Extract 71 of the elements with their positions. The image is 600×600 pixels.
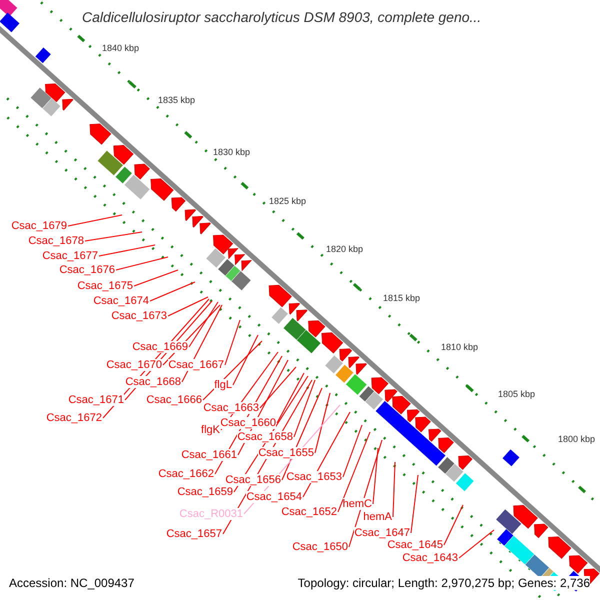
scale-label: 1815 kbp	[383, 293, 420, 303]
gene-label: Csac_1673	[111, 310, 167, 322]
leader-line	[410, 474, 418, 534]
map-title: Caldicellulosiruptor saccharolyticus DSM 8903, complete geno...	[82, 9, 482, 25]
scale-label: 1835 kbp	[158, 95, 196, 105]
scale-label: 1810 kbp	[441, 342, 478, 352]
gene-label: Csac_1659	[177, 486, 233, 498]
gene-label: Csac_1643	[402, 552, 458, 564]
gene-label: Csac_1667	[168, 359, 224, 371]
gene-label: Csac_1669	[132, 341, 188, 353]
leader-line	[84, 232, 142, 242]
gene-label: Csac_1661	[181, 449, 237, 461]
gene-label: Csac_1663	[203, 402, 259, 414]
gene-label: flgK	[201, 424, 220, 436]
gene-label: Csac_1675	[77, 280, 133, 292]
leader-line	[276, 372, 304, 424]
gene-label: Csac_1666	[146, 394, 202, 406]
leader-line	[342, 424, 362, 478]
gene-label: Csac_1657	[166, 528, 222, 540]
leader-line	[68, 214, 122, 226]
leader-line	[224, 320, 240, 366]
leader-line	[188, 302, 218, 348]
scale-label: 1840 kbp	[102, 43, 140, 53]
gene-label: Csac_1677	[42, 250, 98, 262]
gene-label: flgL	[214, 379, 232, 391]
leader-line	[282, 388, 322, 480]
gene-label: Csac_1647	[354, 527, 410, 539]
scale-label: 1805 kbp	[498, 389, 536, 399]
gene-label: Csac_1676	[59, 264, 115, 276]
leader-line	[348, 440, 382, 548]
gene-label: hemC	[342, 498, 372, 510]
leader-line	[98, 244, 156, 256]
leader-line	[134, 270, 178, 286]
gene-label: Csac_1655	[258, 447, 314, 459]
leader-line	[116, 256, 168, 270]
gene-label: Csac_1658	[237, 431, 293, 443]
leader-line	[444, 504, 464, 546]
gene-label: Csac_1645	[387, 539, 443, 551]
leader-line	[338, 432, 370, 512]
scale-label: 1825 kbp	[269, 196, 306, 206]
scale-label: 1800 kbp	[558, 434, 596, 444]
leader-line	[294, 380, 316, 438]
leader-line	[232, 334, 258, 386]
gene-label: Csac_1653	[286, 471, 342, 483]
gene-label: Csac_1672	[46, 412, 102, 424]
leader-line	[458, 530, 494, 558]
leader-line	[150, 282, 196, 302]
gene-label: Csac_1656	[225, 474, 281, 486]
leader-line	[202, 340, 262, 400]
scale-label: 1820 kbp	[326, 244, 364, 254]
gene-label: Csac_1671	[68, 394, 124, 406]
leader-line	[168, 296, 208, 316]
leader-line	[260, 366, 296, 408]
leader-line	[372, 448, 378, 504]
topology-text: Topology: circular; Length: 2,970,275 bp; Genes: 2,736	[298, 576, 590, 590]
gene-label: Csac_1678	[28, 235, 84, 247]
gene-label: Csac_1670	[106, 359, 162, 371]
gene-label: Csac_R0031	[179, 508, 243, 520]
scale-label: 1830 kbp	[213, 147, 250, 157]
gene-label: Csac_1668	[125, 376, 181, 388]
gene-label: Csac_1660	[220, 417, 276, 429]
gene-label: Csac_1662	[158, 468, 214, 480]
accession-text: Accession: NC_009437	[9, 576, 134, 590]
gene-label: Csac_1679	[11, 220, 67, 232]
gene-label: Csac_1654	[246, 491, 302, 503]
gene-label: hemA	[363, 511, 392, 523]
gene-label: Csac_1674	[93, 295, 149, 307]
gene-label: Csac_1652	[281, 506, 337, 518]
leader-line	[392, 462, 396, 518]
leader-line	[314, 392, 330, 454]
gene-label: Csac_1650	[292, 541, 348, 553]
